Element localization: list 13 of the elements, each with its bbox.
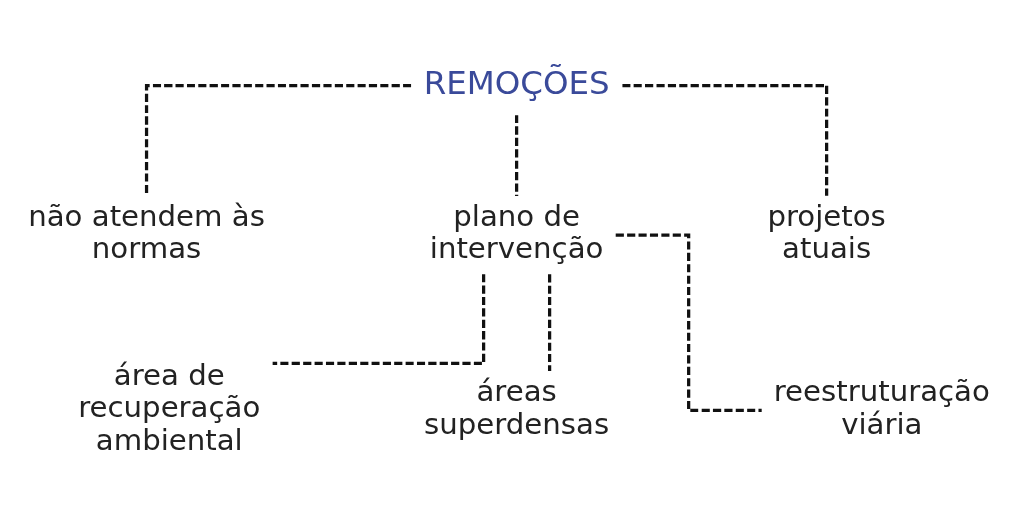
node-text: projetos atuais bbox=[767, 198, 886, 265]
connector bbox=[144, 83, 412, 196]
node-text: áreas superdensas bbox=[424, 373, 610, 441]
connector bbox=[272, 273, 486, 365]
node-text: área de recuperação ambiental bbox=[78, 357, 261, 457]
connector bbox=[622, 83, 829, 196]
node-text: REMOÇÕES bbox=[423, 63, 610, 102]
node-text: não atendem às normas bbox=[28, 198, 265, 265]
node-text: reestruturação viária bbox=[773, 373, 990, 441]
connector bbox=[615, 232, 762, 412]
connector bbox=[515, 114, 519, 196]
node-text: plano de intervenção bbox=[429, 198, 604, 265]
connector bbox=[548, 273, 552, 371]
